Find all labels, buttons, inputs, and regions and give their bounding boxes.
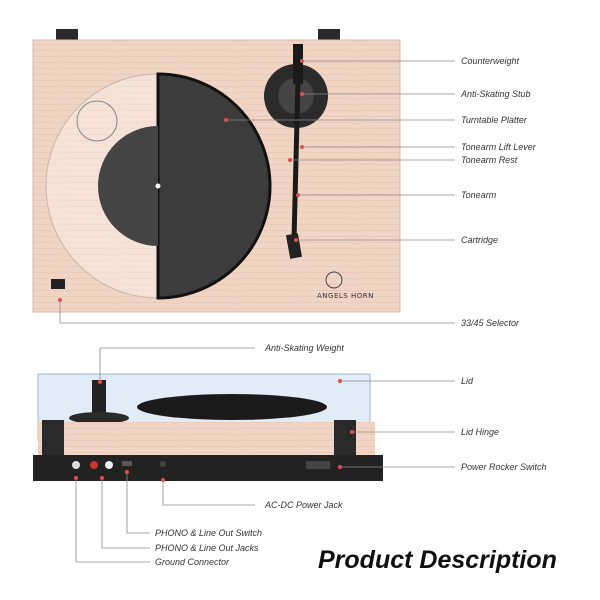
- phono-switch-part: [122, 461, 132, 466]
- label-anti-skating-stub: Anti-Skating Stub: [461, 89, 531, 99]
- label-tonearm-rest: Tonearm Rest: [461, 155, 518, 165]
- record: [137, 394, 327, 420]
- label-ac-dc-power-jack: AC-DC Power Jack: [265, 500, 343, 510]
- jack-l: [105, 461, 113, 469]
- label-tonearm: Tonearm: [461, 190, 497, 200]
- inner-platter: [98, 126, 158, 246]
- power-switch-part: [306, 461, 330, 469]
- dc-jack: [160, 461, 166, 467]
- leader-lines: [59, 60, 455, 563]
- side-view-turntable: [33, 373, 383, 481]
- ground-post: [72, 461, 80, 469]
- label-lid: Lid: [461, 376, 474, 386]
- label-anti-skating-weight: Anti-Skating Weight: [265, 343, 344, 353]
- logo-mark: [325, 271, 343, 289]
- label-phono-line-out-jacks: PHONO & Line Out Jacks: [155, 543, 259, 553]
- tonearm-base-side: [69, 412, 129, 424]
- spindle: [155, 183, 161, 189]
- speed-selector-part: [51, 279, 65, 289]
- label-power-rocker-switch: Power Rocker Switch: [461, 462, 547, 472]
- slipmat: [156, 72, 272, 300]
- base-side: [33, 455, 383, 481]
- jack-r: [90, 461, 98, 469]
- label-ground-connector: Ground Connector: [155, 557, 230, 567]
- hinge-side-left: [42, 420, 64, 458]
- page-title: Product Description: [318, 546, 557, 574]
- top-view-turntable: [32, 29, 401, 313]
- adapter: [76, 100, 118, 142]
- plinth-side: [38, 422, 375, 455]
- label-cartridge: Cartridge: [461, 235, 499, 245]
- label-lid-hinge: Lid Hinge: [461, 427, 500, 437]
- marker-dots: [58, 59, 354, 482]
- label-phono-line-out-switch: PHONO & Line Out Switch: [155, 528, 263, 538]
- brand-logo: ANGELS HORN: [317, 292, 374, 300]
- label-speed-selector: 33/45 Selector: [461, 318, 520, 328]
- cartridge-part: [286, 233, 302, 259]
- label-counterweight: Counterweight: [461, 56, 520, 66]
- label-tonearm-lift-lever: Tonearm Lift Lever: [461, 142, 536, 152]
- hinge-side-right: [334, 420, 356, 458]
- counterweight-part: [293, 44, 303, 84]
- tonearm-side: [92, 380, 106, 414]
- label-turntable-platter: Turntable Platter: [461, 115, 527, 125]
